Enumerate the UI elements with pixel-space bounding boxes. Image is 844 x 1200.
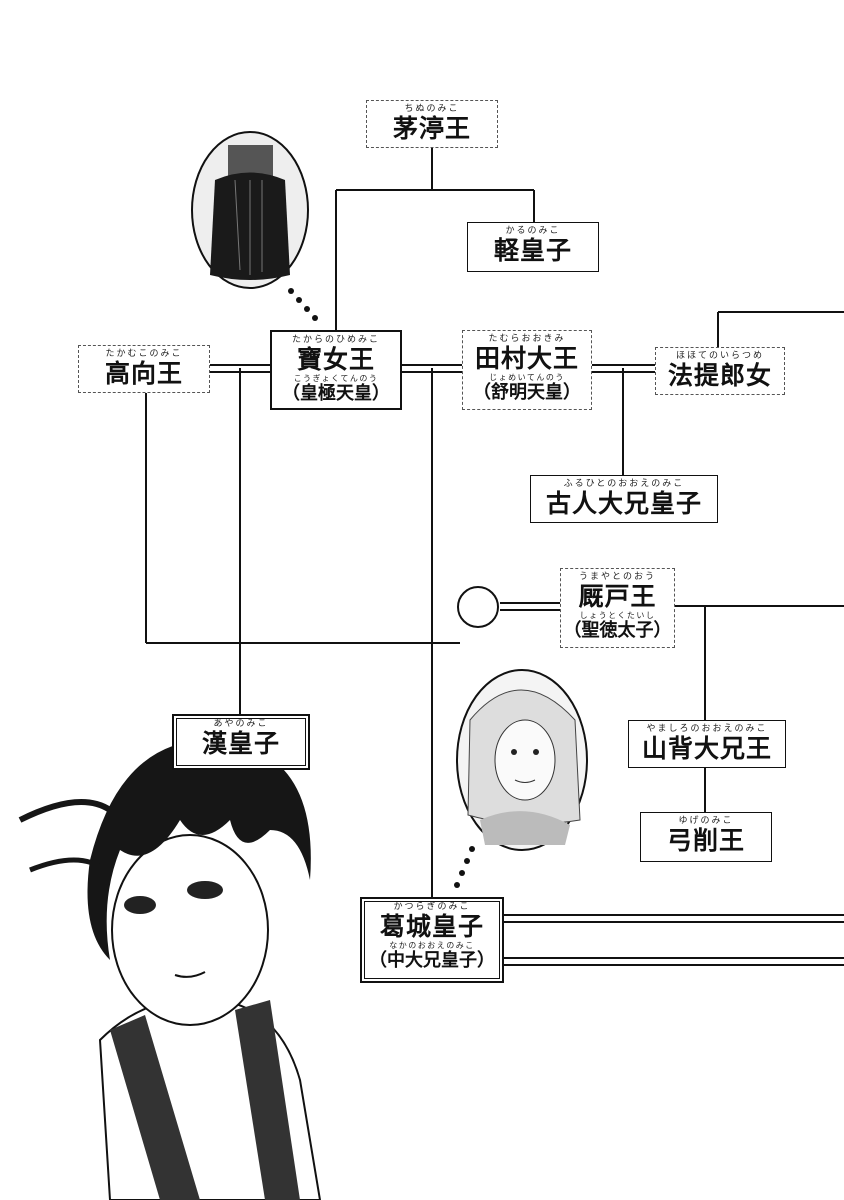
node-chinu: ちぬのみこ 茅渟王	[366, 100, 498, 148]
name-yamashiro: 山背大兄王	[641, 734, 772, 763]
name-karu: 軽皇子	[493, 236, 572, 265]
sub-umayado: （聖徳太子）	[563, 620, 672, 641]
name-yuge: 弓削王	[666, 826, 745, 855]
ruby-yamashiro: やましろのおおえのみこ	[646, 724, 768, 734]
node-hote: ほほてのいらつめ 法提郎女	[655, 347, 785, 395]
name-umayado: 厩戸王	[578, 582, 657, 611]
ruby-takamuko: たかむこのみこ	[105, 349, 183, 359]
aya-character-illustration	[18, 740, 322, 1200]
ruby-tamura: たむらおおきみ	[488, 334, 566, 344]
node-yuge: ゆげのみこ 弓削王	[640, 812, 772, 862]
node-umayado: うまやとのおう 厩戸王 しょうとくたいし （聖徳太子）	[560, 568, 675, 648]
sub-tamura: （舒明天皇）	[473, 382, 581, 403]
node-yamashiro: やましろのおおえのみこ 山背大兄王	[628, 720, 786, 768]
ruby-hote: ほほてのいらつめ	[675, 351, 764, 361]
sub-takara: （皇極天皇）	[282, 383, 390, 404]
name-katsuragi: 葛城皇子	[379, 912, 484, 941]
name-takara: 寶女王	[296, 345, 375, 374]
node-tamura: たむらおおきみ 田村大王 じょめいてんのう （舒明天皇）	[462, 330, 592, 410]
node-takara: たからのひめみこ 寶女王 こうぎょくてんのう （皇極天皇）	[270, 330, 402, 410]
node-aya: あやのみこ 漢皇子	[172, 714, 310, 770]
ruby-aya: あやのみこ	[213, 719, 269, 729]
name-takamuko: 高向王	[104, 359, 183, 388]
ruby-furuhito: ふるひとのおおえのみこ	[563, 479, 685, 489]
ruby-katsuragi: かつらぎのみこ	[393, 902, 471, 912]
unknown-spouse-circle	[457, 586, 499, 628]
ruby-takara: たからのひめみこ	[291, 335, 380, 345]
sub-katsuragi: （中大兄皇子）	[369, 950, 495, 971]
node-katsuragi: かつらぎのみこ 葛城皇子 なかのおおえのみこ （中大兄皇子）	[360, 897, 504, 983]
name-aya: 漢皇子	[201, 729, 280, 758]
ruby-chinu: ちぬのみこ	[404, 104, 460, 114]
sub-ruby-tamura: じょめいてんのう	[489, 373, 565, 382]
node-takamuko: たかむこのみこ 高向王	[78, 345, 210, 393]
node-karu: かるのみこ 軽皇子	[467, 222, 599, 272]
ruby-umayado: うまやとのおう	[579, 572, 656, 582]
sub-ruby-katsuragi: なかのおおえのみこ	[389, 941, 475, 950]
sub-ruby-umayado: しょうとくたいし	[579, 611, 656, 620]
sub-ruby-takara: こうぎょくてんのう	[293, 374, 379, 383]
name-furuhito: 古人大兄皇子	[545, 489, 702, 518]
name-chinu: 茅渟王	[392, 114, 471, 143]
ruby-yuge: ゆげのみこ	[678, 816, 734, 826]
takara-portrait-oval	[191, 131, 309, 289]
node-furuhito: ふるひとのおおえのみこ 古人大兄皇子	[530, 475, 718, 523]
ruby-karu: かるのみこ	[505, 226, 561, 236]
name-hote: 法提郎女	[667, 361, 772, 390]
name-tamura: 田村大王	[474, 344, 579, 373]
katsuragi-portrait-oval	[456, 669, 588, 851]
